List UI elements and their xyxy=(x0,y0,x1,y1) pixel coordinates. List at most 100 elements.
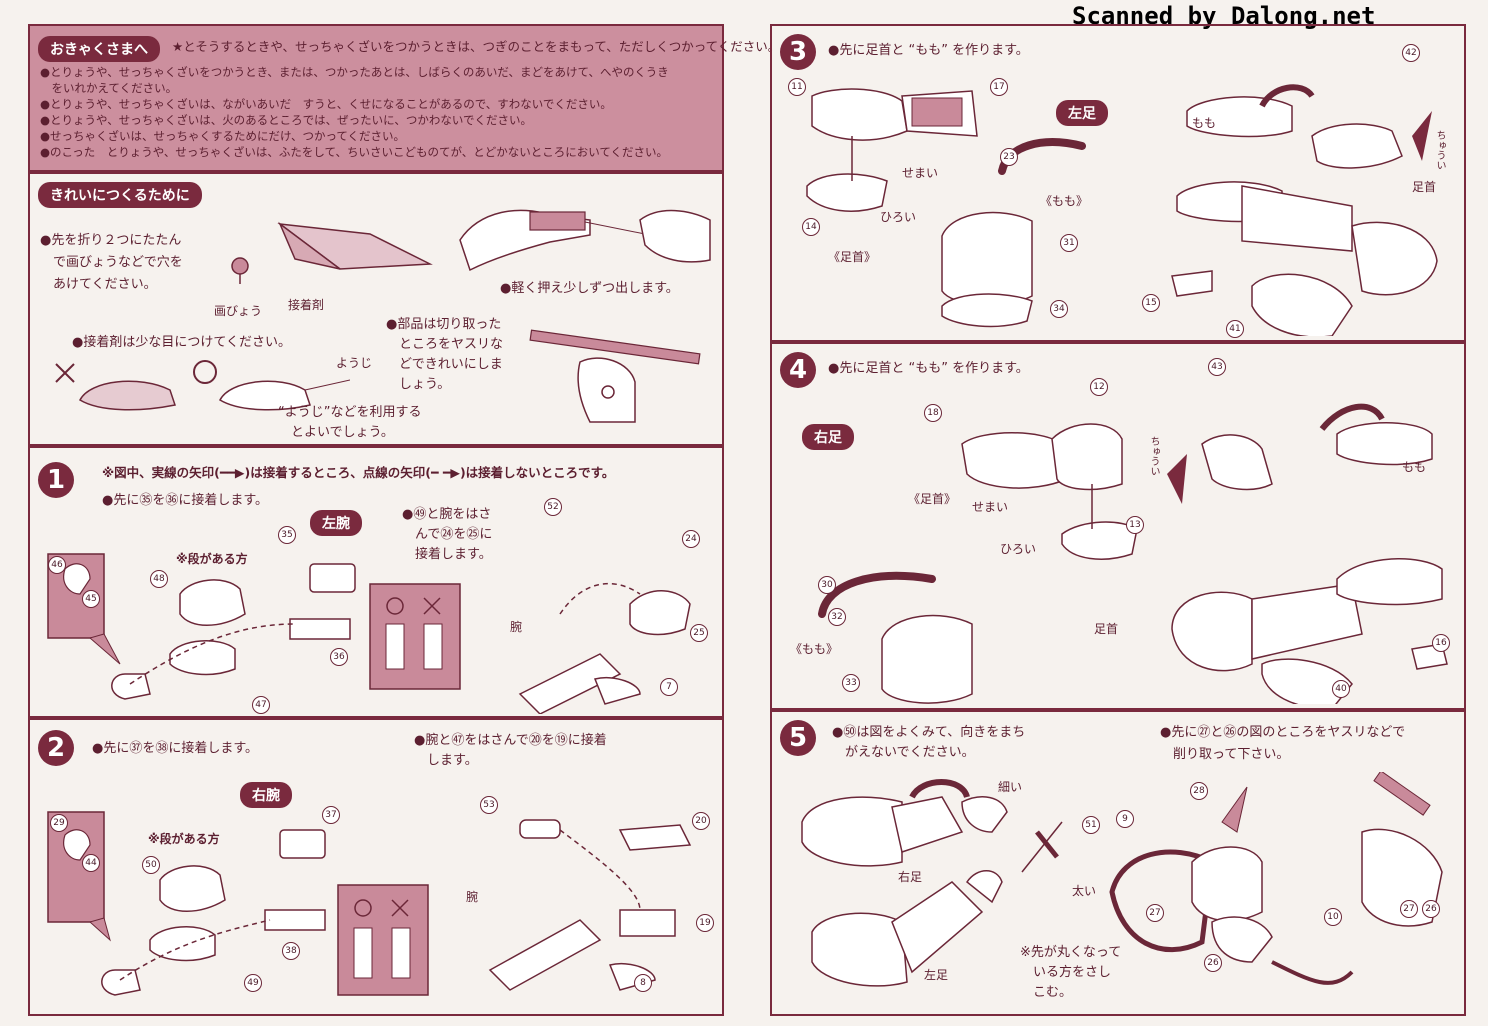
tips-text-5: しょう。 xyxy=(386,377,451,392)
part-number: 30 xyxy=(818,576,836,594)
thick-label: 太い xyxy=(1072,884,1097,898)
step-2-text-b: ●腕と㊼をはさんで⑳を⑲に接着 xyxy=(414,733,607,748)
ankle-label-2: 足首 xyxy=(1094,622,1119,636)
part-number: 40 xyxy=(1332,680,1350,698)
step-number: 2 xyxy=(38,730,74,766)
step-side-label: ※段がある方 xyxy=(176,552,248,566)
thigh-label: 《もも》 xyxy=(790,642,839,656)
notice-line: ●とりょうや、せっちゃくざいは、ながいあいだ すうと、くせになることがあるので、… xyxy=(40,97,612,111)
step-number: 1 xyxy=(38,462,74,498)
step-1-text-b: 接着します。 xyxy=(402,547,492,562)
glue-label: 接着剤 xyxy=(288,298,325,312)
pin-label: 画びょう xyxy=(214,304,263,318)
part-number: 18 xyxy=(924,404,942,422)
thin-label: 細い xyxy=(998,780,1023,794)
arm-label: 腕 xyxy=(510,620,523,634)
tips-text-2: ●軽く押え少しずつ出します。 xyxy=(500,281,679,296)
wide-label: ひろい xyxy=(1000,542,1037,556)
part-number: 23 xyxy=(1000,148,1018,166)
part-number: 49 xyxy=(244,974,262,992)
right-leg-label: 右足 xyxy=(898,870,923,884)
part-number: 32 xyxy=(828,608,846,626)
tips-box: きれいにつくるために ●先を折り２つにたたん で画びょうなどで穴を あけてくださ… xyxy=(28,172,724,446)
step-5-text-a: がえないでください。 xyxy=(832,745,975,760)
part-number: 11 xyxy=(788,78,806,96)
toothpick-label: ようじ xyxy=(336,356,373,370)
part-number: 14 xyxy=(802,218,820,236)
part-number: 42 xyxy=(1402,44,1420,62)
tips-text-5: ●部品は切り取った xyxy=(386,317,502,332)
step-1-note: ※図中、実線の矢印(━━▶)は接着するところ、点線の矢印(━ ━▶)は接着しない… xyxy=(102,465,615,480)
left-leg-assembly-diagram xyxy=(806,84,1438,336)
part-number: 47 xyxy=(252,696,270,714)
step-number: 4 xyxy=(780,352,816,388)
part-number: 35 xyxy=(278,526,296,544)
notice-line: ●とりょうや、せっちゃくざいは、火のあるところでは、ぜったいに、つかわないでくだ… xyxy=(40,113,532,127)
arm-label: 腕 xyxy=(466,890,479,904)
part-number: 34 xyxy=(1050,300,1068,318)
part-number: 8 xyxy=(634,974,652,992)
part-number: 37 xyxy=(322,806,340,824)
step-5-text-b: 削り取って下さい。 xyxy=(1160,747,1290,762)
step-5-text-b: ●先に㉗と㉖の図のところをヤスリなどで xyxy=(1160,725,1406,740)
tips-text-5: ところをヤスリな xyxy=(386,337,504,352)
part-number: 24 xyxy=(682,530,700,548)
part-number: 13 xyxy=(1126,516,1144,534)
tips-text-5: どできれいにしま xyxy=(386,357,503,372)
part-number: 20 xyxy=(692,812,710,830)
part-number: 38 xyxy=(282,942,300,960)
step-5-text-a: ●㊿は図をよくみて、向きをまち xyxy=(832,725,1026,740)
tips-text-1: あけてください。 xyxy=(40,277,157,292)
step-4-box: 4 ●先に足首と “もも” を作ります。 右足 18 12 13 43 30 3… xyxy=(770,342,1466,710)
tips-title: きれいにつくるために xyxy=(38,182,202,208)
part-number: 52 xyxy=(544,498,562,516)
step-3-text: ●先に足首と “もも” を作ります。 xyxy=(828,43,1029,58)
part-number: 17 xyxy=(990,78,1008,96)
thigh-label: 《もも》 xyxy=(1040,194,1089,208)
part-number: 26 xyxy=(1422,900,1440,918)
part-number: 51 xyxy=(1082,816,1100,834)
right-arm-assembly-diagram xyxy=(47,811,692,996)
part-number: 53 xyxy=(480,796,498,814)
step-2-text-a: ●先に㊲を㊳に接着します。 xyxy=(92,741,259,756)
notice-line: ●のこった とりょうや、せっちゃくざいは、ふたをして、ちいさいこどものてが、とど… xyxy=(40,145,669,159)
round-tip-note: ※先が丸くなって xyxy=(1020,945,1122,960)
file-illustration xyxy=(529,329,701,423)
part-number: 9 xyxy=(1116,810,1134,828)
part-number: 10 xyxy=(1324,908,1342,926)
caution-label: ちゅうい xyxy=(1148,436,1159,476)
part-number: 27 xyxy=(1400,900,1418,918)
ankle-label-2: 足首 xyxy=(1412,180,1437,194)
narrow-label: せまい xyxy=(902,166,939,180)
tips-text-1: ●先を折り２つにたたん xyxy=(40,233,182,248)
tips-text-1: で画びょうなどで穴を xyxy=(40,255,183,270)
step-5-box: 5 ●㊿は図をよくみて、向きをまち がえないでください。 ●先に㉗と㉖の図のとこ… xyxy=(770,710,1466,1016)
tips-text-3: ●接着剤は少な目につけてください。 xyxy=(72,335,291,350)
step-1-box: 1 ※図中、実線の矢印(━━▶)は接着するところ、点線の矢印(━ ━▶)は接着し… xyxy=(28,446,724,718)
part-number: 28 xyxy=(1190,782,1208,800)
part-number: 46 xyxy=(48,556,66,574)
part-number: 12 xyxy=(1090,378,1108,396)
notice-line: ●とりょうや、せっちゃくざいをつかうとき、または、つかったあとは、しばらくのあい… xyxy=(40,65,669,79)
notice-lead: ★とそうするときや、せっちゃくざいをつかうときは、つぎのことをまもって、ただしく… xyxy=(172,39,781,54)
notice-box: おきゃくさまへ ★とそうするときや、せっちゃくざいをつかうときは、つぎのことをま… xyxy=(28,24,780,172)
part-number: 7 xyxy=(660,678,678,696)
left-arm-assembly-diagram xyxy=(47,553,691,714)
ankle-label: 《足首》 xyxy=(828,250,877,264)
pin-and-glue-illustration xyxy=(231,221,433,284)
ankle-label: 《足首》 xyxy=(908,492,957,506)
thigh-label-2: もも xyxy=(1402,460,1427,474)
part-number: 19 xyxy=(696,914,714,932)
step-3-box: 3 ●先に足首と “もも” を作ります。 左足 11 17 14 23 31 3… xyxy=(770,24,1466,342)
right-leg-assembly-diagram xyxy=(818,403,1448,704)
part-number: 29 xyxy=(50,814,68,832)
part-number: 41 xyxy=(1226,320,1244,338)
notice-line: ●せっちゃくざいは、せっちゃくするためにだけ、つかってください。 xyxy=(40,129,406,143)
step-number: 5 xyxy=(780,720,816,756)
step-2-box: 2 ●先に㊲を㊳に接着します。 ●腕と㊼をはさんで⑳を⑲に接着 します。 右腕 … xyxy=(28,718,724,1016)
left-arm-tag: 左腕 xyxy=(310,510,362,536)
hands-illustration xyxy=(459,209,711,272)
part-number: 50 xyxy=(142,856,160,874)
part-number: 27 xyxy=(1146,904,1164,922)
caution-label: ちゅうい xyxy=(1434,130,1445,170)
